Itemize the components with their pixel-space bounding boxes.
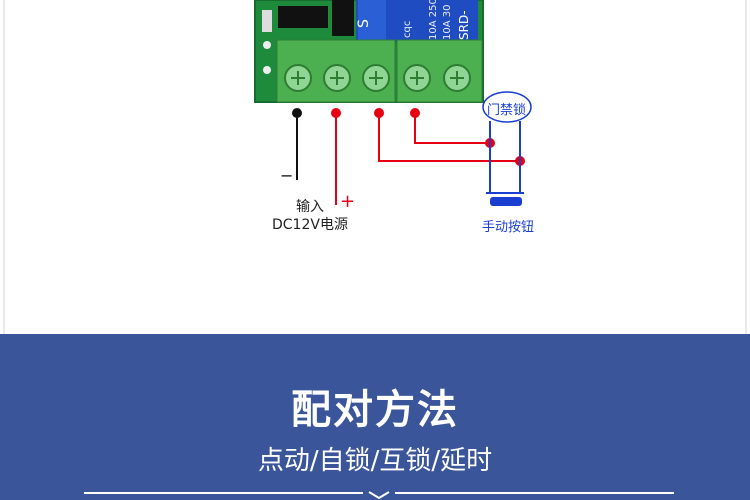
screw-slot <box>291 71 305 85</box>
relay-highlight <box>358 0 386 40</box>
section-title: 配对方法 <box>291 387 459 433</box>
capacitor <box>332 0 354 36</box>
wiring-diagram: S cqc 10A 250 10A 30 SRD- <box>3 0 747 334</box>
door-lock-assembly <box>482 91 532 206</box>
section-subtitle: 点动/自锁/互锁/延时 <box>257 446 493 476</box>
plus-sign: + <box>340 191 355 212</box>
red-terminal-dot-3 <box>410 108 420 118</box>
negative-wire: − <box>280 108 302 185</box>
pcb-hole <box>263 66 271 74</box>
power-label-line1: 输入 <box>296 199 324 215</box>
divider-left <box>84 492 363 494</box>
divider-right <box>395 492 674 494</box>
relay-brand: cqc <box>402 21 413 38</box>
red-wire-upper <box>414 113 490 144</box>
red-terminal-dot-2 <box>374 108 384 118</box>
door-lock-symbol <box>482 91 532 123</box>
control-wires <box>374 108 525 166</box>
manual-button-label: 手动按钮 <box>482 220 535 235</box>
red-wire-lower <box>378 113 520 162</box>
relay-logo-s: S <box>356 19 372 28</box>
terminal-screws <box>284 64 471 92</box>
black-terminal-dot <box>292 108 302 118</box>
minus-sign: − <box>280 166 293 185</box>
ic-chip <box>278 6 328 28</box>
pairing-section: 配对方法 点动/自锁/互锁/延时 <box>0 334 750 500</box>
wiring-diagram-area: S cqc 10A 250 10A 30 SRD- <box>3 0 747 334</box>
screw-slot <box>410 71 424 85</box>
screw-slot <box>450 71 464 85</box>
red-terminal-dot-1 <box>331 108 341 118</box>
power-label-line2: DC12V电源 <box>272 217 348 233</box>
screw-slot <box>369 71 383 85</box>
relay-model: SRD- <box>457 10 471 40</box>
smd-component <box>262 10 272 32</box>
positive-wire: + <box>331 108 355 212</box>
relay-module: S cqc 10A 250 10A 30 SRD- <box>254 0 484 103</box>
relay-rating-1: 10A 250 <box>428 0 439 40</box>
manual-button-symbol <box>490 197 522 206</box>
chevron-down-icon <box>368 491 390 500</box>
relay-rating-2: 10A 30 <box>442 5 453 40</box>
door-lock-label: 门禁锁 <box>487 103 527 118</box>
screw-slot <box>330 71 344 85</box>
pcb-hole <box>263 41 271 49</box>
